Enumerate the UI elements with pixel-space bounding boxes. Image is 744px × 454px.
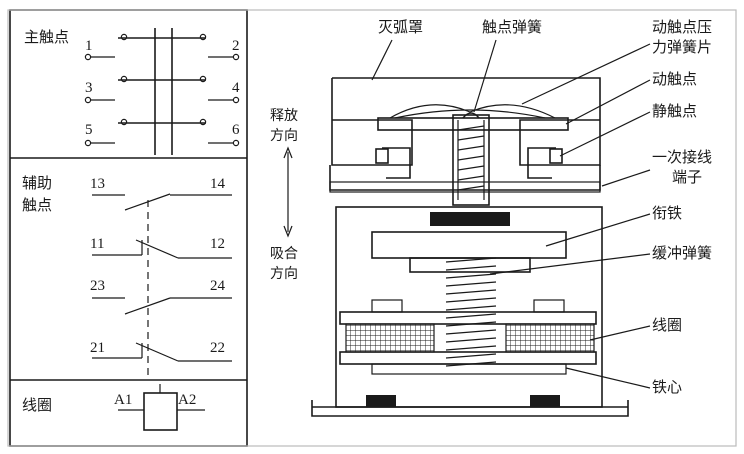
- component-labels: 灭弧罩 触点弹簧 动触点压 力弹簧片 动触点 静触点 一次接线 端子 衔铁 缓冲…: [371, 18, 712, 396]
- label-iron-core: 铁心: [652, 378, 682, 396]
- contact-spring-body: [452, 114, 490, 206]
- main-contact-number-1: 1: [85, 38, 93, 54]
- attract-direction-line2: 方向: [270, 266, 298, 282]
- contactor-body: [311, 206, 629, 417]
- aux-number-24: 24: [210, 278, 226, 294]
- arrow-up-icon: [283, 146, 293, 159]
- label-buffer-spring: 缓冲弹簧: [652, 244, 712, 262]
- aux-contact-11-12: 11 12: [90, 236, 232, 259]
- main-contacts-section: 主触点 1 2 3 4: [24, 28, 240, 155]
- coil-section: 线圈 A1 A2: [22, 384, 205, 431]
- main-contact-number-6: 6: [232, 122, 240, 138]
- release-direction-line1: 释放: [270, 108, 298, 124]
- aux-number-22: 22: [210, 340, 225, 356]
- buffer-spring-coils: [445, 257, 497, 367]
- label-armature: 衔铁: [652, 204, 682, 222]
- main-contact-number-4: 4: [232, 80, 240, 96]
- release-direction-line2: 方向: [270, 128, 298, 144]
- coil-left-winding: [345, 323, 435, 353]
- label-pressure-spring-2: 力弹簧片: [652, 38, 712, 56]
- aux-number-13: 13: [90, 176, 105, 192]
- coil-symbol: [143, 392, 178, 431]
- arrow-down-icon: [283, 225, 293, 238]
- outer-frame: [7, 9, 737, 447]
- main-contact-number-2: 2: [232, 38, 240, 54]
- main-contact-pole-3: 5 6: [84, 118, 240, 147]
- main-contact-pole-2: 3 4: [84, 75, 240, 104]
- label-pressure-spring-1: 动触点压: [652, 18, 712, 36]
- arc-chute-shape: [329, 77, 601, 193]
- aux-contact-13-14: 13 14: [90, 176, 232, 211]
- aux-number-11: 11: [90, 236, 104, 252]
- label-static-contact: 静触点: [652, 102, 697, 120]
- aux-number-21: 21: [90, 340, 105, 356]
- main-contact-pole-1: 1 2: [84, 33, 240, 61]
- label-contact-spring: 触点弹簧: [482, 18, 542, 36]
- aux-number-14: 14: [210, 176, 226, 192]
- label-arc-chute: 灭弧罩: [378, 18, 423, 36]
- main-contact-number-3: 3: [85, 80, 93, 96]
- attract-direction-line1: 吸合: [270, 246, 298, 262]
- main-contact-number-5: 5: [85, 122, 93, 138]
- label-coil: 线圈: [652, 316, 682, 334]
- contact-assembly: [375, 104, 569, 206]
- right-panel: 释放 方向 吸合 方向 灭弧罩 触点弹簧 动触点压 力弹簧片 动触点 静触点 一…: [7, 9, 737, 447]
- label-primary-terminal-1: 一次接线: [652, 148, 712, 166]
- moving-contact-bar: [377, 117, 569, 131]
- main-contacts-label: 主触点: [24, 28, 69, 46]
- coil-label: 线圈: [22, 396, 52, 414]
- aux-contacts-label-line2: 触点: [22, 196, 52, 214]
- coil-right-winding: [505, 323, 595, 353]
- armature-shape: [371, 231, 567, 259]
- coil-terminal-a1: A1: [114, 392, 132, 408]
- aux-contacts-section: 辅助 触点 13 14 11 12 23 24: [22, 174, 232, 375]
- aux-contacts-label-line1: 辅助: [22, 174, 52, 192]
- aux-contact-23-24: 23 24: [90, 278, 232, 315]
- aux-number-23: 23: [90, 278, 105, 294]
- direction-indicator: 释放 方向 吸合 方向: [270, 108, 298, 282]
- aux-contact-21-22: 21 22: [90, 340, 232, 362]
- label-moving-contact: 动触点: [652, 70, 697, 88]
- left-panel: 主触点 1 2 3 4: [9, 9, 248, 447]
- aux-number-12: 12: [210, 236, 225, 252]
- coil-terminal-a2: A2: [178, 392, 196, 408]
- label-primary-terminal-2: 端子: [672, 168, 702, 186]
